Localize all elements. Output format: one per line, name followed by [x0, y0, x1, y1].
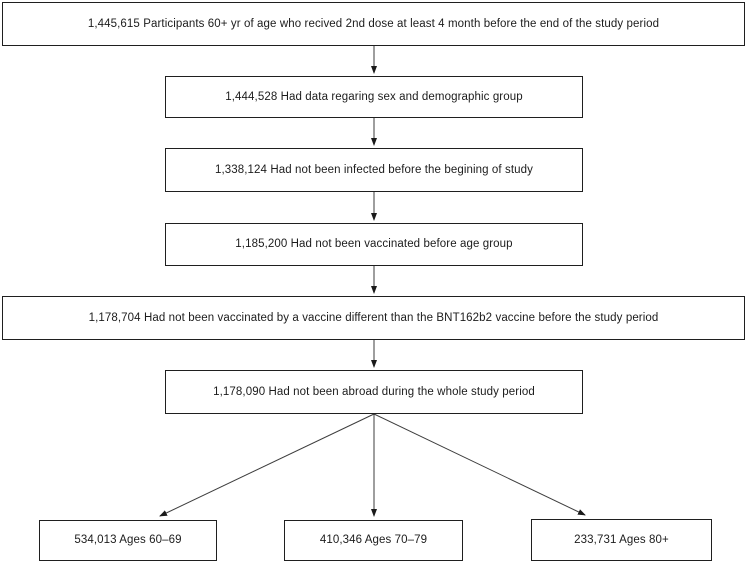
flow-box-not-abroad: 1,178,090 Had not been abroad during the… — [165, 370, 583, 414]
flow-box-not-vaccinated-before: 1,185,200 Had not been vaccinated before… — [165, 223, 583, 266]
flow-box-label: 410,346 Ages 70–79 — [319, 534, 428, 547]
flow-box-sex-demographic-data: 1,444,528 Had data regaring sex and demo… — [165, 76, 583, 118]
flow-box-label: 534,013 Ages 60–69 — [74, 534, 182, 547]
flow-box-ages-60-69: 534,013 Ages 60–69 — [39, 520, 217, 561]
flow-box-label: 1,444,528 Had data regaring sex and demo… — [225, 90, 523, 103]
flow-box-label: 1,338,124 Had not been infected before t… — [214, 163, 533, 176]
flow-box-label: 233,731 Ages 80+ — [574, 533, 669, 546]
flow-box-ages-70-79: 410,346 Ages 70–79 — [284, 520, 463, 561]
flow-box-ages-80-plus: 233,731 Ages 80+ — [531, 519, 712, 561]
flow-box-label: 1,178,704 Had not been vaccinated by a v… — [88, 311, 659, 324]
flow-box-label: 1,445,615 Participants 60+ yr of age who… — [87, 17, 660, 30]
flow-box-participants-total: 1,445,615 Participants 60+ yr of age who… — [2, 2, 745, 46]
arrow-notabroad-to-ages80plus — [373, 413, 586, 516]
flow-box-not-infected: 1,338,124 Had not been infected before t… — [165, 148, 583, 192]
flow-box-label: 1,185,200 Had not been vaccinated before… — [235, 238, 513, 251]
arrow-notabroad-to-ages60-69 — [159, 413, 375, 517]
flow-box-no-other-vaccine: 1,178,704 Had not been vaccinated by a v… — [2, 296, 745, 340]
flow-box-label: 1,178,090 Had not been abroad during the… — [213, 385, 535, 398]
